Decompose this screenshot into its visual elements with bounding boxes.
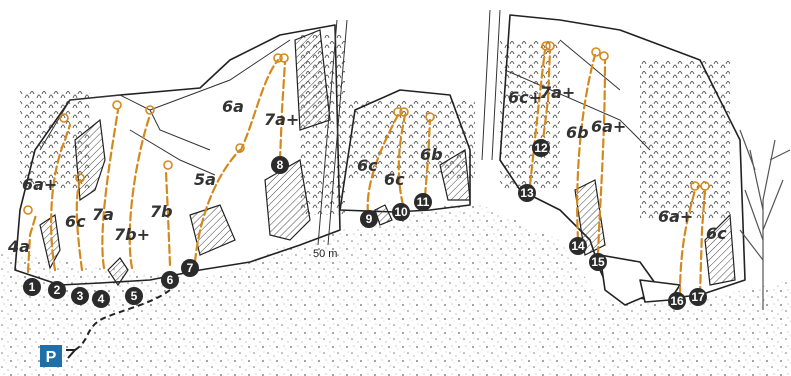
grade-label: 6c [384,170,405,189]
route-number: 6 [167,273,174,287]
parking-label: P [46,349,57,366]
grade-label: 6c+ [508,88,542,107]
grade-label: 6a+ [658,207,693,226]
route-number: 4 [98,292,105,306]
grade-label: 7a+ [264,110,299,129]
route-number: 9 [366,212,373,226]
grade-label: 6c [65,212,86,231]
grade-label: 7a+ [540,83,575,102]
distance-label: 50 m [313,248,337,260]
route-number: 10 [394,205,408,219]
route-number: 13 [520,186,534,200]
route-number: 5 [131,289,138,303]
grade-label: 4a [7,237,30,256]
grade-label: 6b [566,123,589,142]
route-number: 1 [29,280,36,294]
grade-label: 6c [357,156,378,175]
grade-label: 6a [222,97,244,116]
grade-label: 7b+ [114,225,150,244]
grade-label: 6c [706,224,727,243]
route-number: 16 [670,294,684,308]
route-number: 12 [534,141,548,155]
grade-label: 6b [420,145,443,164]
route-number: 17 [691,290,705,304]
route-number: 3 [77,289,84,303]
route-number: 14 [571,239,585,253]
grade-label: 5a [194,170,216,189]
route-number: 2 [54,283,61,297]
grade-label: 7b [150,202,173,221]
route-number: 11 [417,195,430,209]
grade-label: 7a [92,205,114,224]
grade-label: 6a+ [22,175,57,194]
route-number: 15 [591,255,605,269]
grade-label: 6a+ [591,117,626,136]
route-number: 7 [187,261,194,275]
route-number: 8 [277,158,284,172]
